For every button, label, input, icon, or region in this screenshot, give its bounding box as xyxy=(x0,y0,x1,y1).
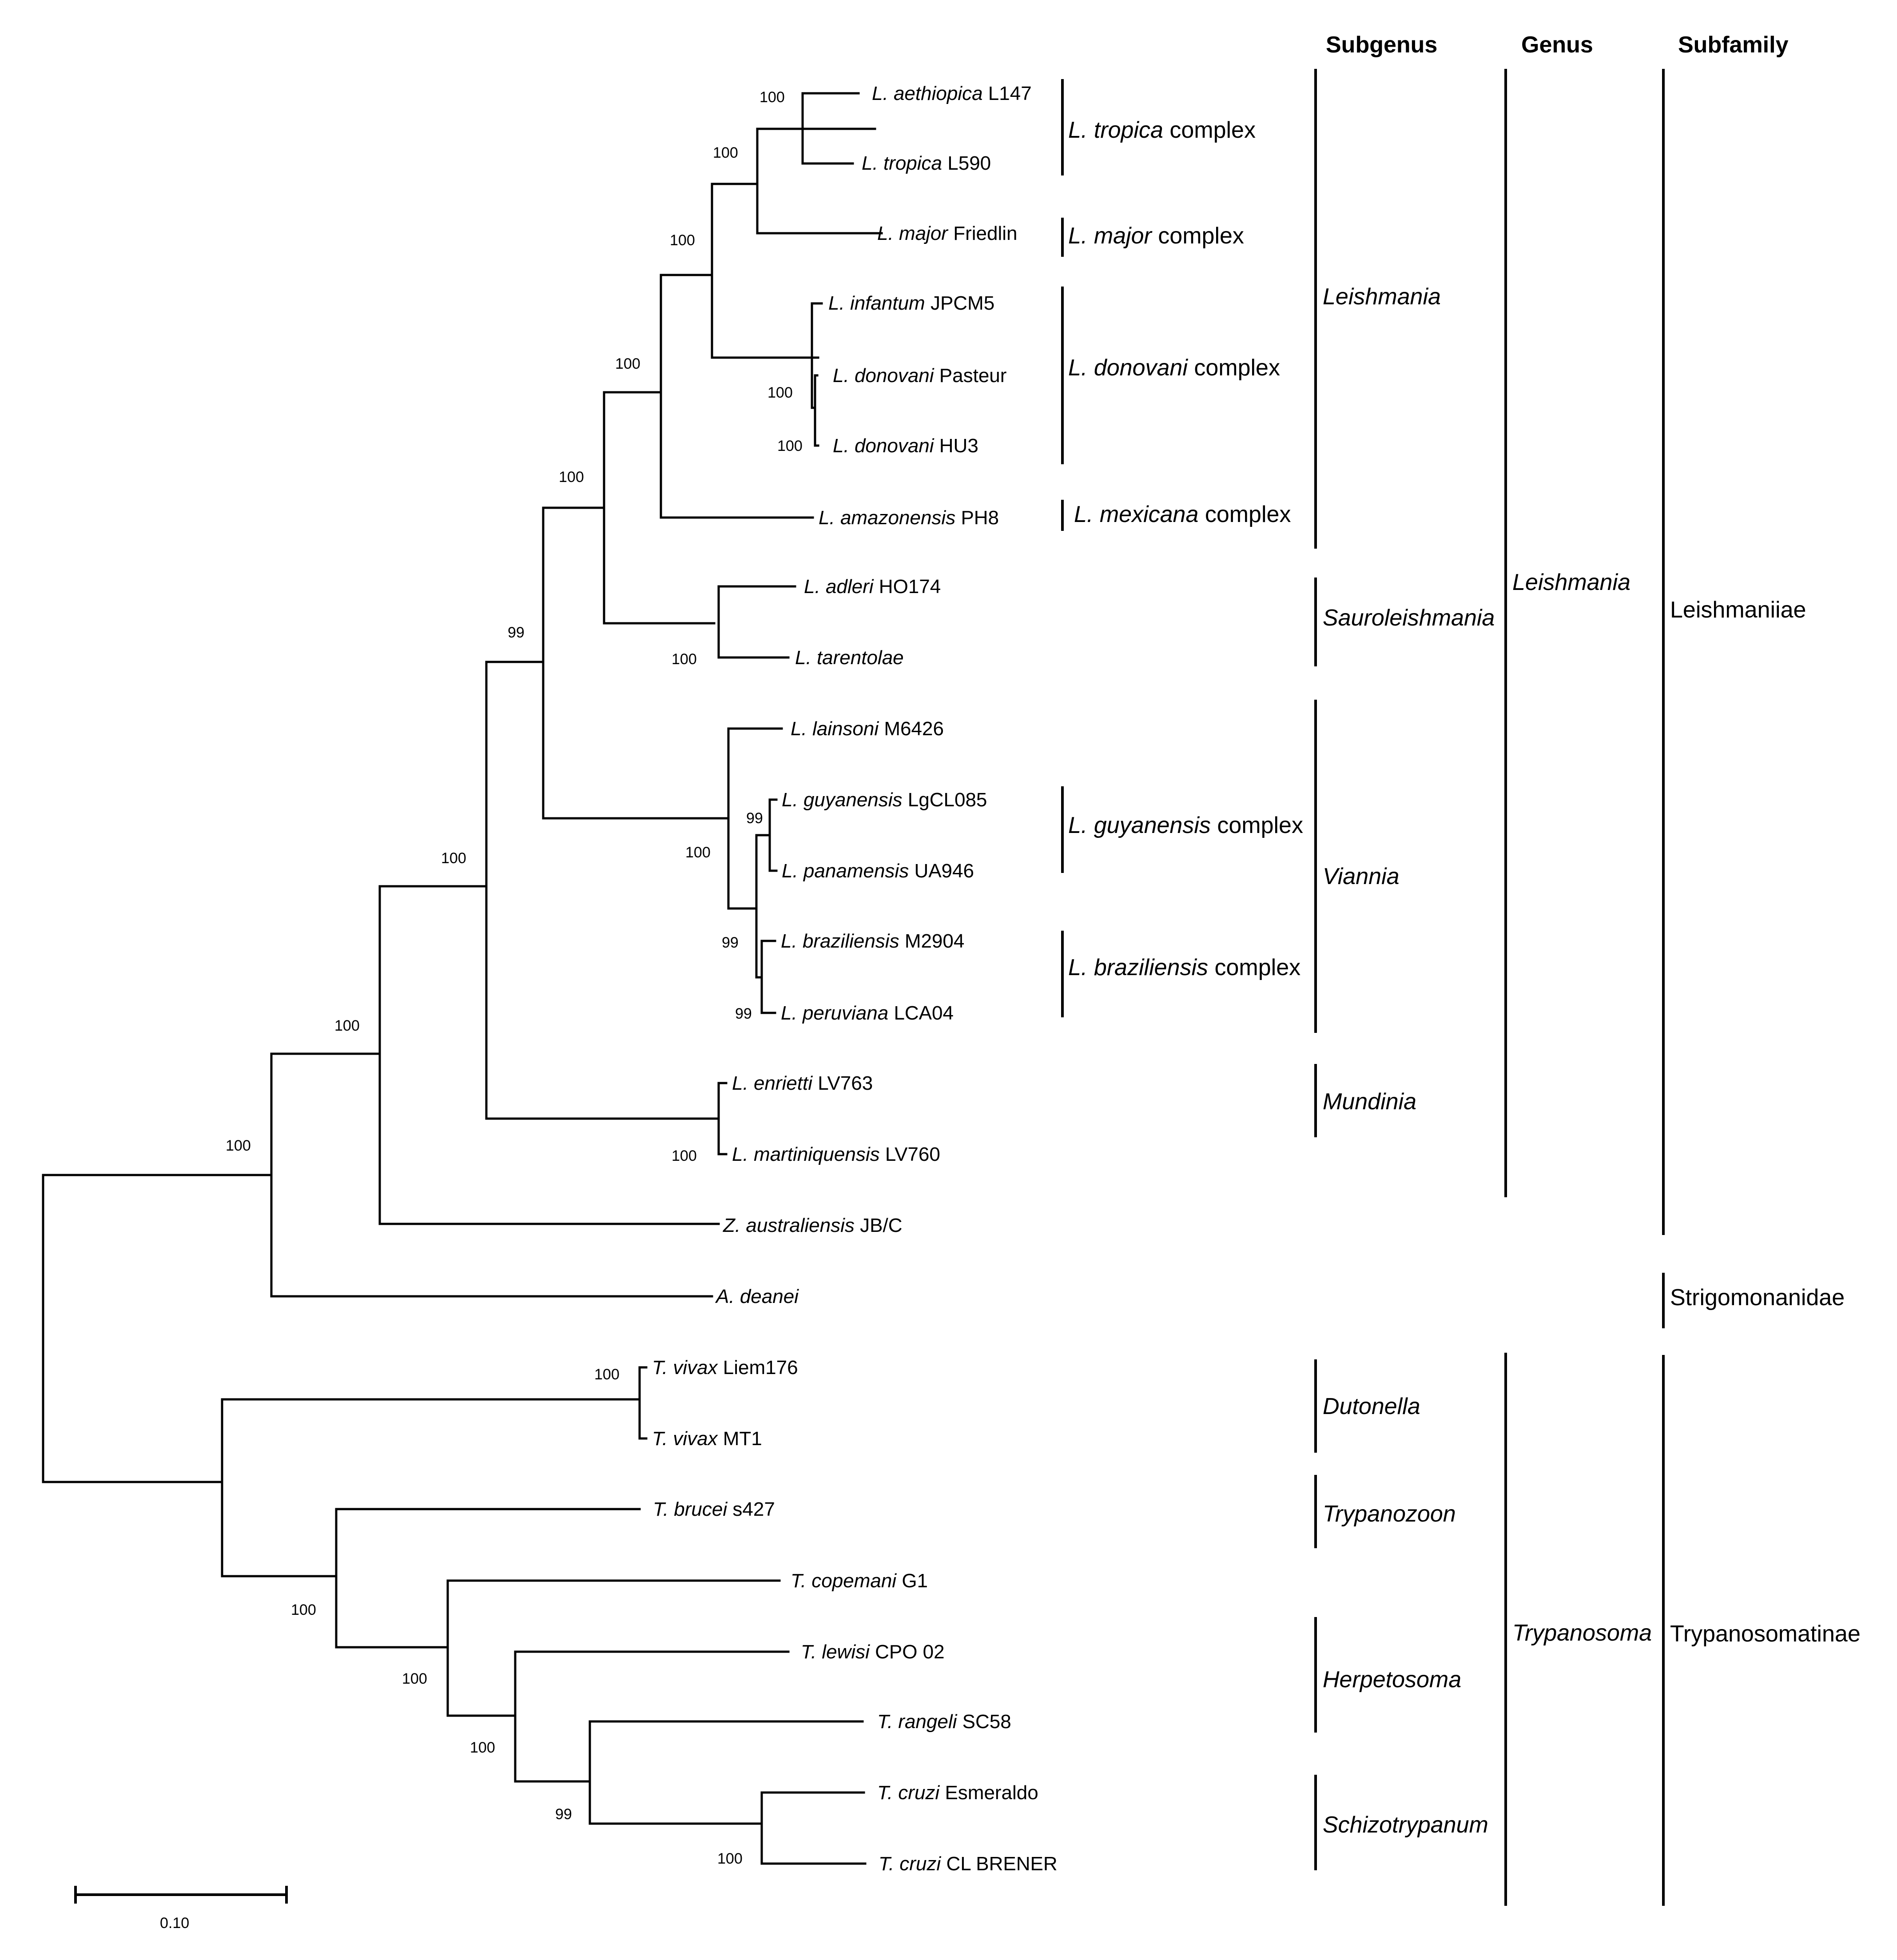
leaf-label: L. major Friedlin xyxy=(877,223,1017,244)
bootstrap-value: 99 xyxy=(508,624,525,641)
leaf-label: L. donovani Pasteur xyxy=(833,365,1006,386)
bootstrap-value: 100 xyxy=(559,469,584,486)
leaf-label: L. amazonensis PH8 xyxy=(819,507,999,529)
bootstrap-value: 100 xyxy=(685,844,711,861)
bootstrap-value: 100 xyxy=(470,1739,495,1756)
column-headers: Subgenus Genus Subfamily xyxy=(1326,32,1789,58)
bootstrap-value: 100 xyxy=(777,438,803,454)
subgenus-column: Leishmania Sauroleishmania Viannia Mundi… xyxy=(1314,69,1495,1870)
leaf-label: T. vivax MT1 xyxy=(652,1428,762,1450)
bootstrap-value: 100 xyxy=(713,144,738,161)
leaf-label: L. adleri HO174 xyxy=(804,576,941,598)
leaf-label: L. donovani HU3 xyxy=(833,435,978,457)
bootstrap-value: 100 xyxy=(402,1670,427,1687)
leaf-label: L. infantum JPCM5 xyxy=(828,292,994,314)
genus-header: Genus xyxy=(1521,32,1593,58)
complex-label: L. donovani complex xyxy=(1068,355,1280,381)
bootstrap-value: 100 xyxy=(594,1366,620,1383)
subgenus-label: Herpetosoma xyxy=(1323,1667,1461,1693)
subgenus-label: Leishmania xyxy=(1323,284,1441,310)
subgenus-label: Schizotrypanum xyxy=(1323,1812,1488,1838)
bootstrap-value: 100 xyxy=(672,651,697,668)
leaf-label: L. tropica L590 xyxy=(862,152,991,174)
bootstrap-value: 99 xyxy=(735,1005,752,1022)
bootstrap-values: 100 100 100 100 100 100 100 99 100 100 1… xyxy=(226,89,803,1867)
leaf-label: T. vivax Liem176 xyxy=(652,1357,798,1378)
bootstrap-value: 100 xyxy=(670,232,695,249)
leaf-label: A. deanei xyxy=(715,1286,799,1307)
leaf-label: T. cruzi CL BRENER xyxy=(879,1853,1058,1875)
leaf-label: T. cruzi Esmeraldo xyxy=(877,1782,1038,1804)
genus-label: Leishmania xyxy=(1512,570,1631,595)
subgenus-label: Sauroleishmania xyxy=(1323,605,1495,631)
leaf-label: L. lainsoni M6426 xyxy=(791,718,944,740)
complex-label: L. guyanensis complex xyxy=(1068,813,1303,838)
bootstrap-value: 99 xyxy=(746,810,763,827)
bootstrap-value: 100 xyxy=(226,1137,251,1154)
subgenus-header: Subgenus xyxy=(1326,32,1437,58)
bootstrap-value: 100 xyxy=(291,1601,316,1618)
leaf-label: T. lewisi CPO 02 xyxy=(801,1641,945,1663)
leaf-label: L. tarentolae xyxy=(795,647,904,669)
subgenus-label: Trypanozoon xyxy=(1323,1501,1456,1527)
leaf-label: T. brucei s427 xyxy=(653,1498,775,1520)
leaf-label: T. copemani G1 xyxy=(791,1570,928,1592)
leaf-label: L. braziliensis M2904 xyxy=(781,930,964,952)
bootstrap-value: 100 xyxy=(672,1147,697,1164)
bootstrap-value: 100 xyxy=(768,384,793,401)
leaf-label: L. panamensis UA946 xyxy=(782,860,974,882)
subgenus-label: Dutonella xyxy=(1323,1394,1420,1419)
subfamily-label: Trypanosomatinae xyxy=(1670,1621,1861,1647)
bootstrap-value: 99 xyxy=(722,934,739,951)
genus-column: Leishmania Trypanosoma xyxy=(1504,69,1652,1906)
bootstrap-value: 100 xyxy=(334,1017,360,1034)
complex-label: L. major complex xyxy=(1068,223,1244,249)
bootstrap-value: 100 xyxy=(760,89,785,106)
leaf-labels: L. aethiopica L147 L. tropica L590 L. ma… xyxy=(652,83,1058,1875)
tree-branches xyxy=(42,92,883,1865)
subgenus-label: Mundinia xyxy=(1323,1089,1416,1115)
bootstrap-value: 99 xyxy=(555,1806,572,1823)
subfamily-label: Leishmaniiae xyxy=(1670,597,1806,623)
leaf-label: T. rangeli SC58 xyxy=(877,1711,1011,1733)
complex-label: L. braziliensis complex xyxy=(1068,955,1300,980)
leaf-label: Z. australiensis JB/C xyxy=(723,1215,903,1236)
leaf-label: L. enrietti LV763 xyxy=(732,1072,873,1094)
leaf-label: L. aethiopica L147 xyxy=(872,83,1032,104)
subfamily-label: Strigomonanidae xyxy=(1670,1285,1845,1311)
scale-bar: 0.10 xyxy=(74,1886,288,1932)
leaf-label: L. guyanensis LgCL085 xyxy=(782,789,987,811)
subgenus-label: Viannia xyxy=(1323,864,1400,889)
complex-brackets: L. tropica complex L. major complex L. d… xyxy=(1061,79,1303,1017)
leaf-label: L. peruviana LCA04 xyxy=(781,1002,954,1024)
bootstrap-value: 100 xyxy=(615,355,640,372)
bootstrap-value: 100 xyxy=(441,850,466,867)
bootstrap-value: 100 xyxy=(717,1850,743,1867)
genus-label: Trypanosoma xyxy=(1512,1620,1652,1646)
leaf-label: L. martiniquensis LV760 xyxy=(732,1143,940,1165)
complex-label: L. mexicana complex xyxy=(1074,502,1291,527)
complex-label: L. tropica complex xyxy=(1068,117,1256,143)
subfamily-column: Leishmaniiae Strigomonanidae Trypanosoma… xyxy=(1662,69,1861,1906)
scale-bar-label: 0.10 xyxy=(160,1915,189,1932)
subfamily-header: Subfamily xyxy=(1678,32,1789,58)
